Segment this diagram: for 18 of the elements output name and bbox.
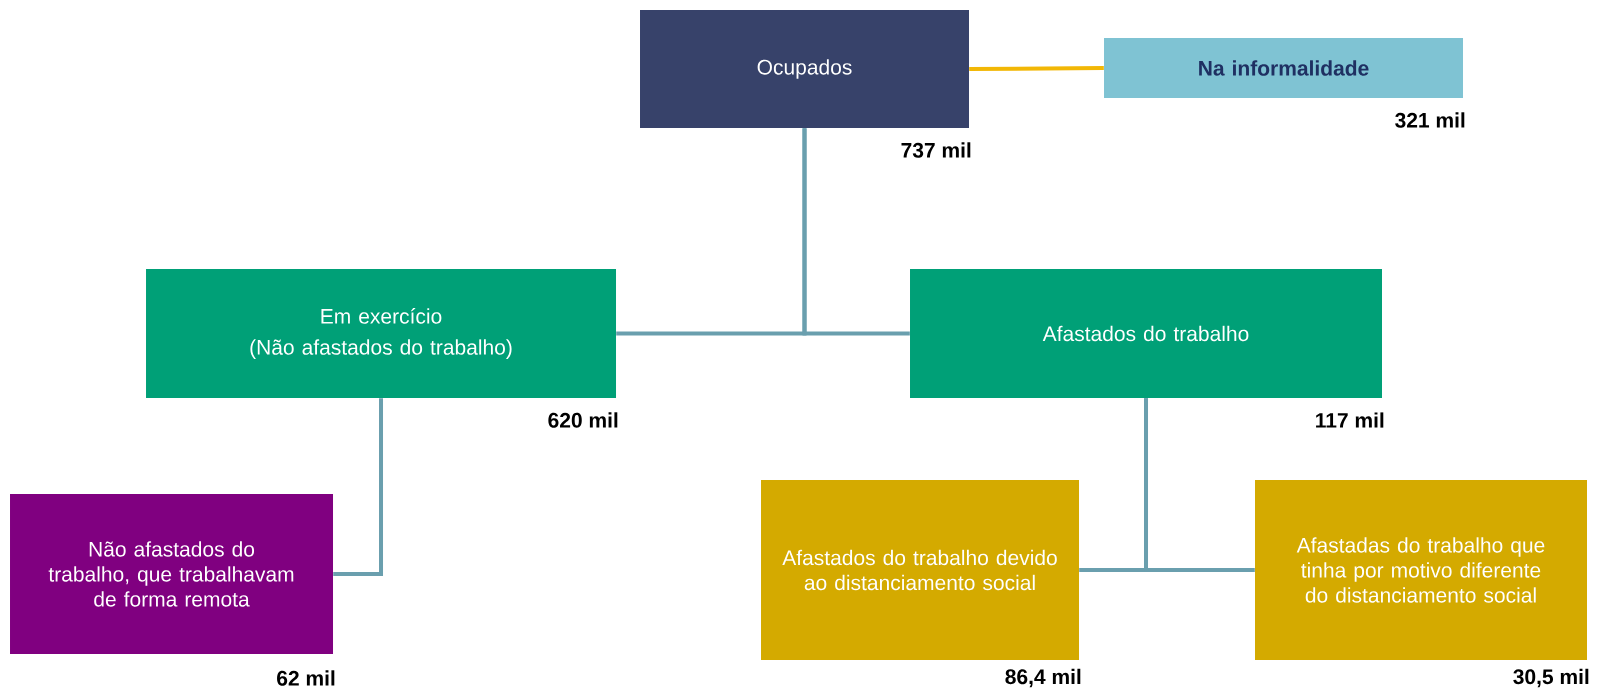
process-box: Afastados do trabalho devido ao distanciamento social bbox=[761, 480, 1079, 660]
process-box: Na informalidade bbox=[1104, 38, 1463, 98]
value-label: 30,5 mil bbox=[1513, 668, 1589, 688]
value-label: 620 mil bbox=[548, 412, 618, 428]
connector-line bbox=[802, 128, 910, 336]
value-label: 62 mil bbox=[277, 670, 335, 686]
value-label: 737 mil bbox=[901, 142, 971, 158]
connector-line bbox=[969, 66, 1104, 71]
process-box: Afastadas do trabalho que tinha por motivo diferente do distanciamento social bbox=[1255, 480, 1587, 660]
connector-line bbox=[1144, 398, 1255, 572]
process-box: Em exercício (Não afastados do trabalho) bbox=[146, 269, 616, 398]
value-label: 86,4 mil bbox=[1005, 668, 1081, 688]
process-box: Não afastados do trabalho, que trabalhavam de forma remota bbox=[10, 494, 333, 654]
connector-line bbox=[333, 398, 383, 576]
value-label: 321 mil bbox=[1395, 112, 1465, 128]
value-label: 117 mil bbox=[1316, 412, 1384, 428]
process-box: Ocupados bbox=[640, 10, 969, 128]
process-box: Afastados do trabalho bbox=[910, 269, 1382, 398]
